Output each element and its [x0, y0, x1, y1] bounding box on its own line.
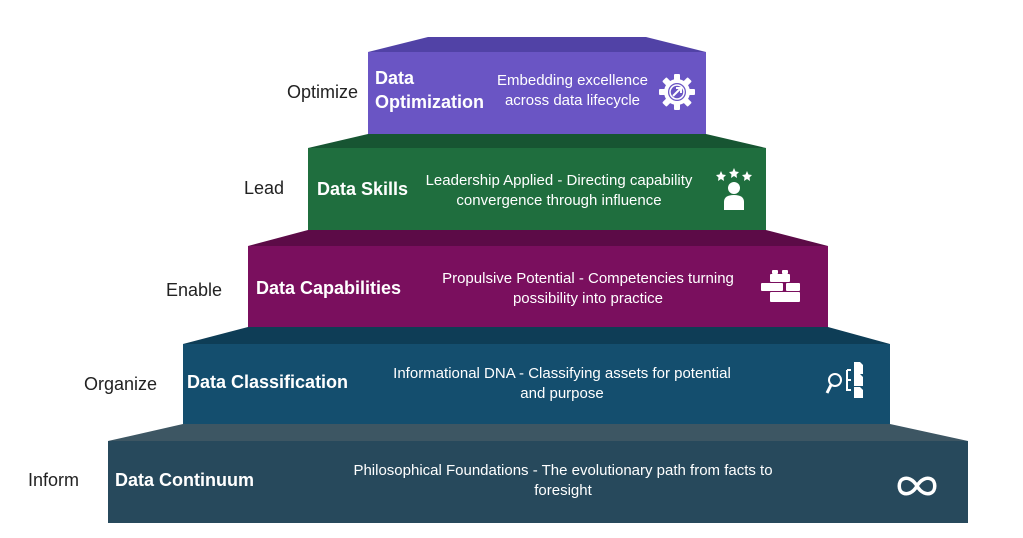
desc-line1: Informational DNA - Classifying assets f… [393, 365, 731, 382]
search-classify-icon [825, 362, 863, 398]
tier-desc-skills: Leadership Applied - Directing capabilit… [416, 171, 702, 211]
tier-inform-top-face [108, 424, 968, 441]
desc-line2: convergence through influence [456, 192, 662, 209]
tier-lead-top-face [308, 134, 766, 148]
tier-organize-block [183, 344, 890, 424]
tier-title-optimization: Data Optimization [375, 66, 484, 114]
tier-optimize-block [368, 52, 706, 134]
desc-line2: possibility into practice [512, 290, 664, 307]
tier-title-classification: Data Classification [187, 372, 349, 392]
tier-title-capabilities: Data Capabilities [256, 278, 402, 298]
tier-desc-classification: Informational DNA - Classifying assets f… [378, 364, 746, 404]
desc-line1: Philosophical Foundations - The evolutio… [353, 462, 773, 479]
tier-label-enable: Enable [166, 280, 223, 300]
tier-label-inform: Inform [28, 470, 80, 490]
tier-desc-continuum: Philosophical Foundations - The evolutio… [330, 461, 796, 501]
tier-organize-top-face [183, 327, 890, 344]
tier-title-line2: Optimization [375, 92, 484, 112]
desc-line1: Propulsive Potential - Competencies turn… [442, 270, 734, 287]
desc-line1: Embedding excellence [497, 72, 648, 89]
desc-line2: across data lifecycle [504, 92, 641, 109]
leader-stars-icon [716, 168, 752, 210]
tier-title-line1: Data [375, 68, 415, 88]
tier-inform-block [108, 441, 968, 523]
tier-optimize-top-face [368, 37, 706, 52]
tier-desc-optimization: Embedding excellence across data lifecyc… [490, 71, 655, 111]
tier-desc-capabilities: Propulsive Potential - Competencies turn… [432, 269, 744, 309]
tier-lead-block [308, 148, 766, 230]
desc-line2: and purpose [520, 385, 604, 402]
tier-enable-block [248, 246, 828, 327]
gear-icon [659, 74, 695, 110]
desc-line1: Leadership Applied - Directing capabilit… [425, 172, 693, 189]
tier-enable-top-face [248, 230, 828, 246]
infinity-icon [897, 476, 937, 496]
desc-line2: foresight [534, 482, 592, 499]
tier-label-lead: Lead [244, 178, 285, 198]
tier-label-optimize: Optimize [287, 82, 359, 102]
tier-title-continuum: Data Continuum [115, 470, 254, 490]
tier-title-skills: Data Skills [317, 179, 409, 199]
building-blocks-icon [761, 270, 800, 302]
tier-label-organize: Organize [84, 374, 158, 394]
